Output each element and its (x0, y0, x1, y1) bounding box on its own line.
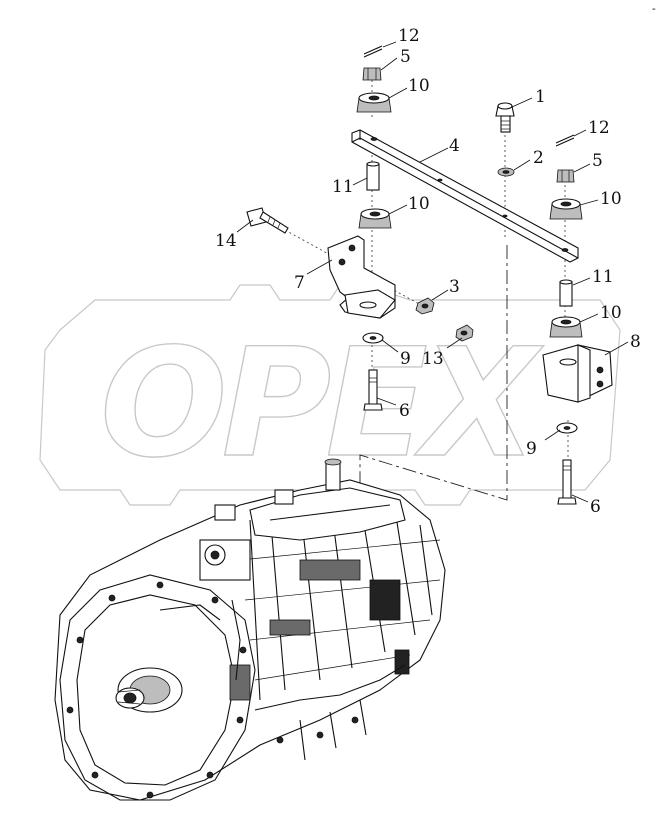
callout-14: 14 (215, 231, 237, 251)
callout-9: 9 (526, 439, 537, 459)
callout-8: 8 (630, 332, 641, 352)
callout-3: 3 (449, 277, 460, 297)
callout-11: 11 (332, 177, 354, 197)
callout-2: 2 (533, 148, 544, 168)
callout-10: 10 (600, 189, 622, 209)
callout-9: 9 (400, 349, 411, 369)
callout-7: 7 (294, 273, 305, 293)
bolt-part (495, 102, 515, 133)
callout-5: 5 (400, 47, 411, 67)
left-bracket-part (327, 235, 396, 319)
hex-bolt-part (363, 369, 577, 505)
lock-nut-part (455, 324, 474, 342)
callout-6: 6 (399, 401, 410, 421)
watermark-text: OPEX (100, 317, 544, 491)
long-bolt-part (246, 207, 289, 234)
washer-part (497, 167, 515, 177)
watermark-logo: OPEX (39, 284, 621, 506)
flat-washer-part (362, 332, 578, 434)
callout-10: 10 (408, 194, 430, 214)
nut-part (415, 297, 435, 315)
callout-labels: 12 5 10 1 12 4 2 5 11 10 10 14 7 3 11 10… (215, 26, 641, 517)
cross-bar-part (351, 129, 579, 263)
callout-11: 11 (592, 267, 614, 287)
corner-mark: - (652, 2, 656, 15)
right-bracket-part (542, 344, 613, 403)
cotter-pin-part (363, 45, 575, 147)
castle-nut-part (362, 67, 575, 183)
callout-4: 4 (449, 136, 460, 156)
rubber-mount-part (356, 92, 583, 338)
callout-12: 12 (588, 118, 610, 138)
callout-12: 12 (398, 26, 420, 46)
callout-1: 1 (535, 87, 546, 107)
transmission-assembly (54, 458, 446, 801)
callout-13: 13 (422, 349, 444, 369)
spacer-tube-part (366, 161, 573, 307)
callout-10: 10 (600, 303, 622, 323)
callout-6: 6 (590, 497, 601, 517)
callout-10: 10 (408, 76, 430, 96)
callout-5: 5 (592, 151, 603, 171)
leader-lines (236, 41, 629, 503)
